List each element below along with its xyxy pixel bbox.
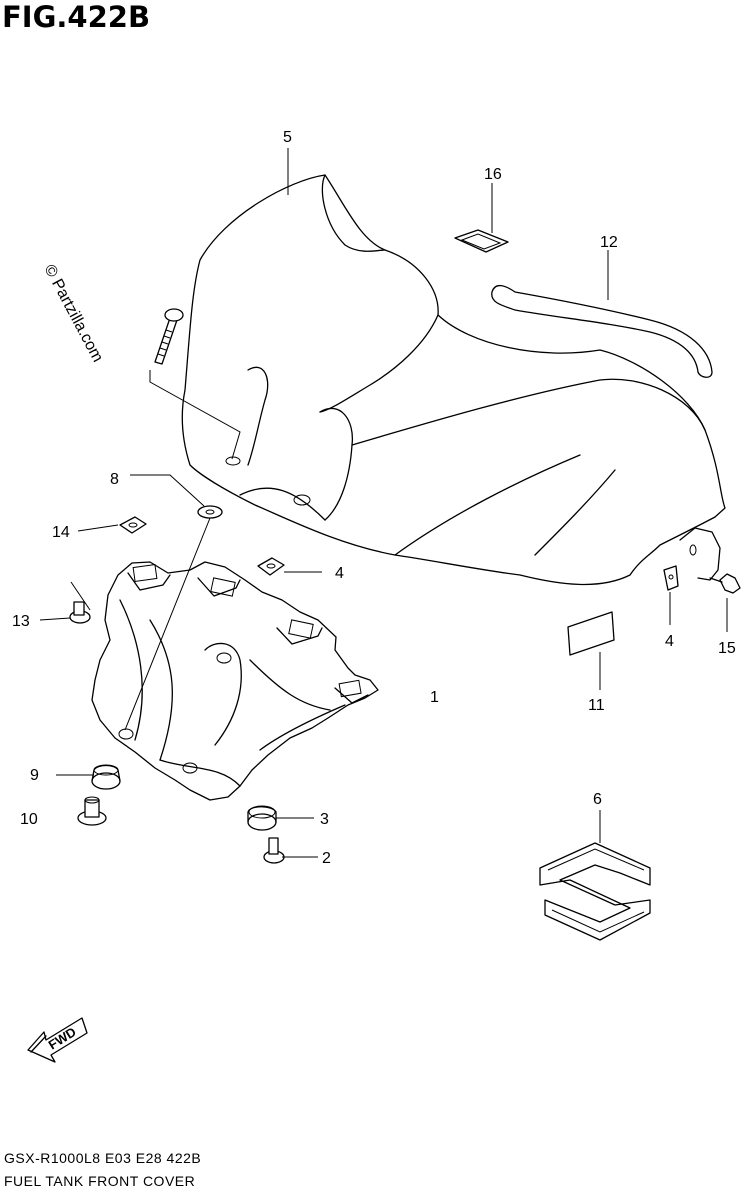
part-4-nut-upper[interactable] [257, 557, 285, 576]
callout-10: 10 [20, 811, 38, 828]
screw-fastener[interactable] [154, 308, 184, 365]
callout-2: 2 [322, 850, 331, 867]
part-5-front-cover[interactable] [181, 174, 726, 586]
callout-11: 11 [588, 697, 605, 714]
part-13-bolt[interactable] [69, 601, 91, 624]
part-14-nut[interactable] [119, 516, 147, 534]
callout-12: 12 [600, 234, 618, 251]
footer-figure-name: FUEL TANK FRONT COVER [4, 1173, 196, 1189]
part-12-trim-strip[interactable] [491, 284, 713, 378]
part-8-washer[interactable] [197, 505, 223, 519]
callout-labels: 5 16 12 8 14 13 4 4 15 11 1 6 9 10 3 2 [12, 129, 736, 867]
callout-14: 14 [52, 524, 70, 541]
part-2-bolt[interactable] [263, 837, 285, 864]
footer-model-code: GSX-R1000L8 E03 E28 422B [4, 1150, 202, 1166]
callout-5: 5 [283, 129, 292, 146]
callout-13: 13 [12, 613, 30, 630]
part-11-label[interactable] [567, 611, 615, 656]
part-1-bracket[interactable] [91, 561, 379, 801]
part-3-grommet[interactable] [247, 805, 277, 831]
fwd-arrow-icon: FWD [27, 1017, 88, 1063]
part-9-grommet[interactable] [91, 764, 121, 790]
part-10-collar[interactable] [77, 796, 107, 826]
callout-9: 9 [30, 767, 39, 784]
part-4-nut-lower[interactable] [663, 565, 679, 591]
callout-1: 1 [430, 689, 439, 706]
callout-4-lower: 4 [665, 633, 674, 650]
leader-lines [39, 148, 728, 858]
callout-3: 3 [320, 811, 329, 828]
part-16-pad[interactable] [454, 229, 509, 253]
callout-4-upper: 4 [335, 565, 344, 582]
callout-8: 8 [110, 471, 119, 488]
callout-15: 15 [718, 640, 736, 657]
suzuki-emblem-icon[interactable] [539, 842, 651, 941]
part-15-clip[interactable] [709, 573, 741, 594]
figure-title: FIG.422B [2, 0, 151, 34]
partzilla-watermark: © Partzilla.com [40, 262, 106, 365]
callout-16: 16 [484, 166, 502, 183]
callout-6: 6 [593, 791, 602, 808]
